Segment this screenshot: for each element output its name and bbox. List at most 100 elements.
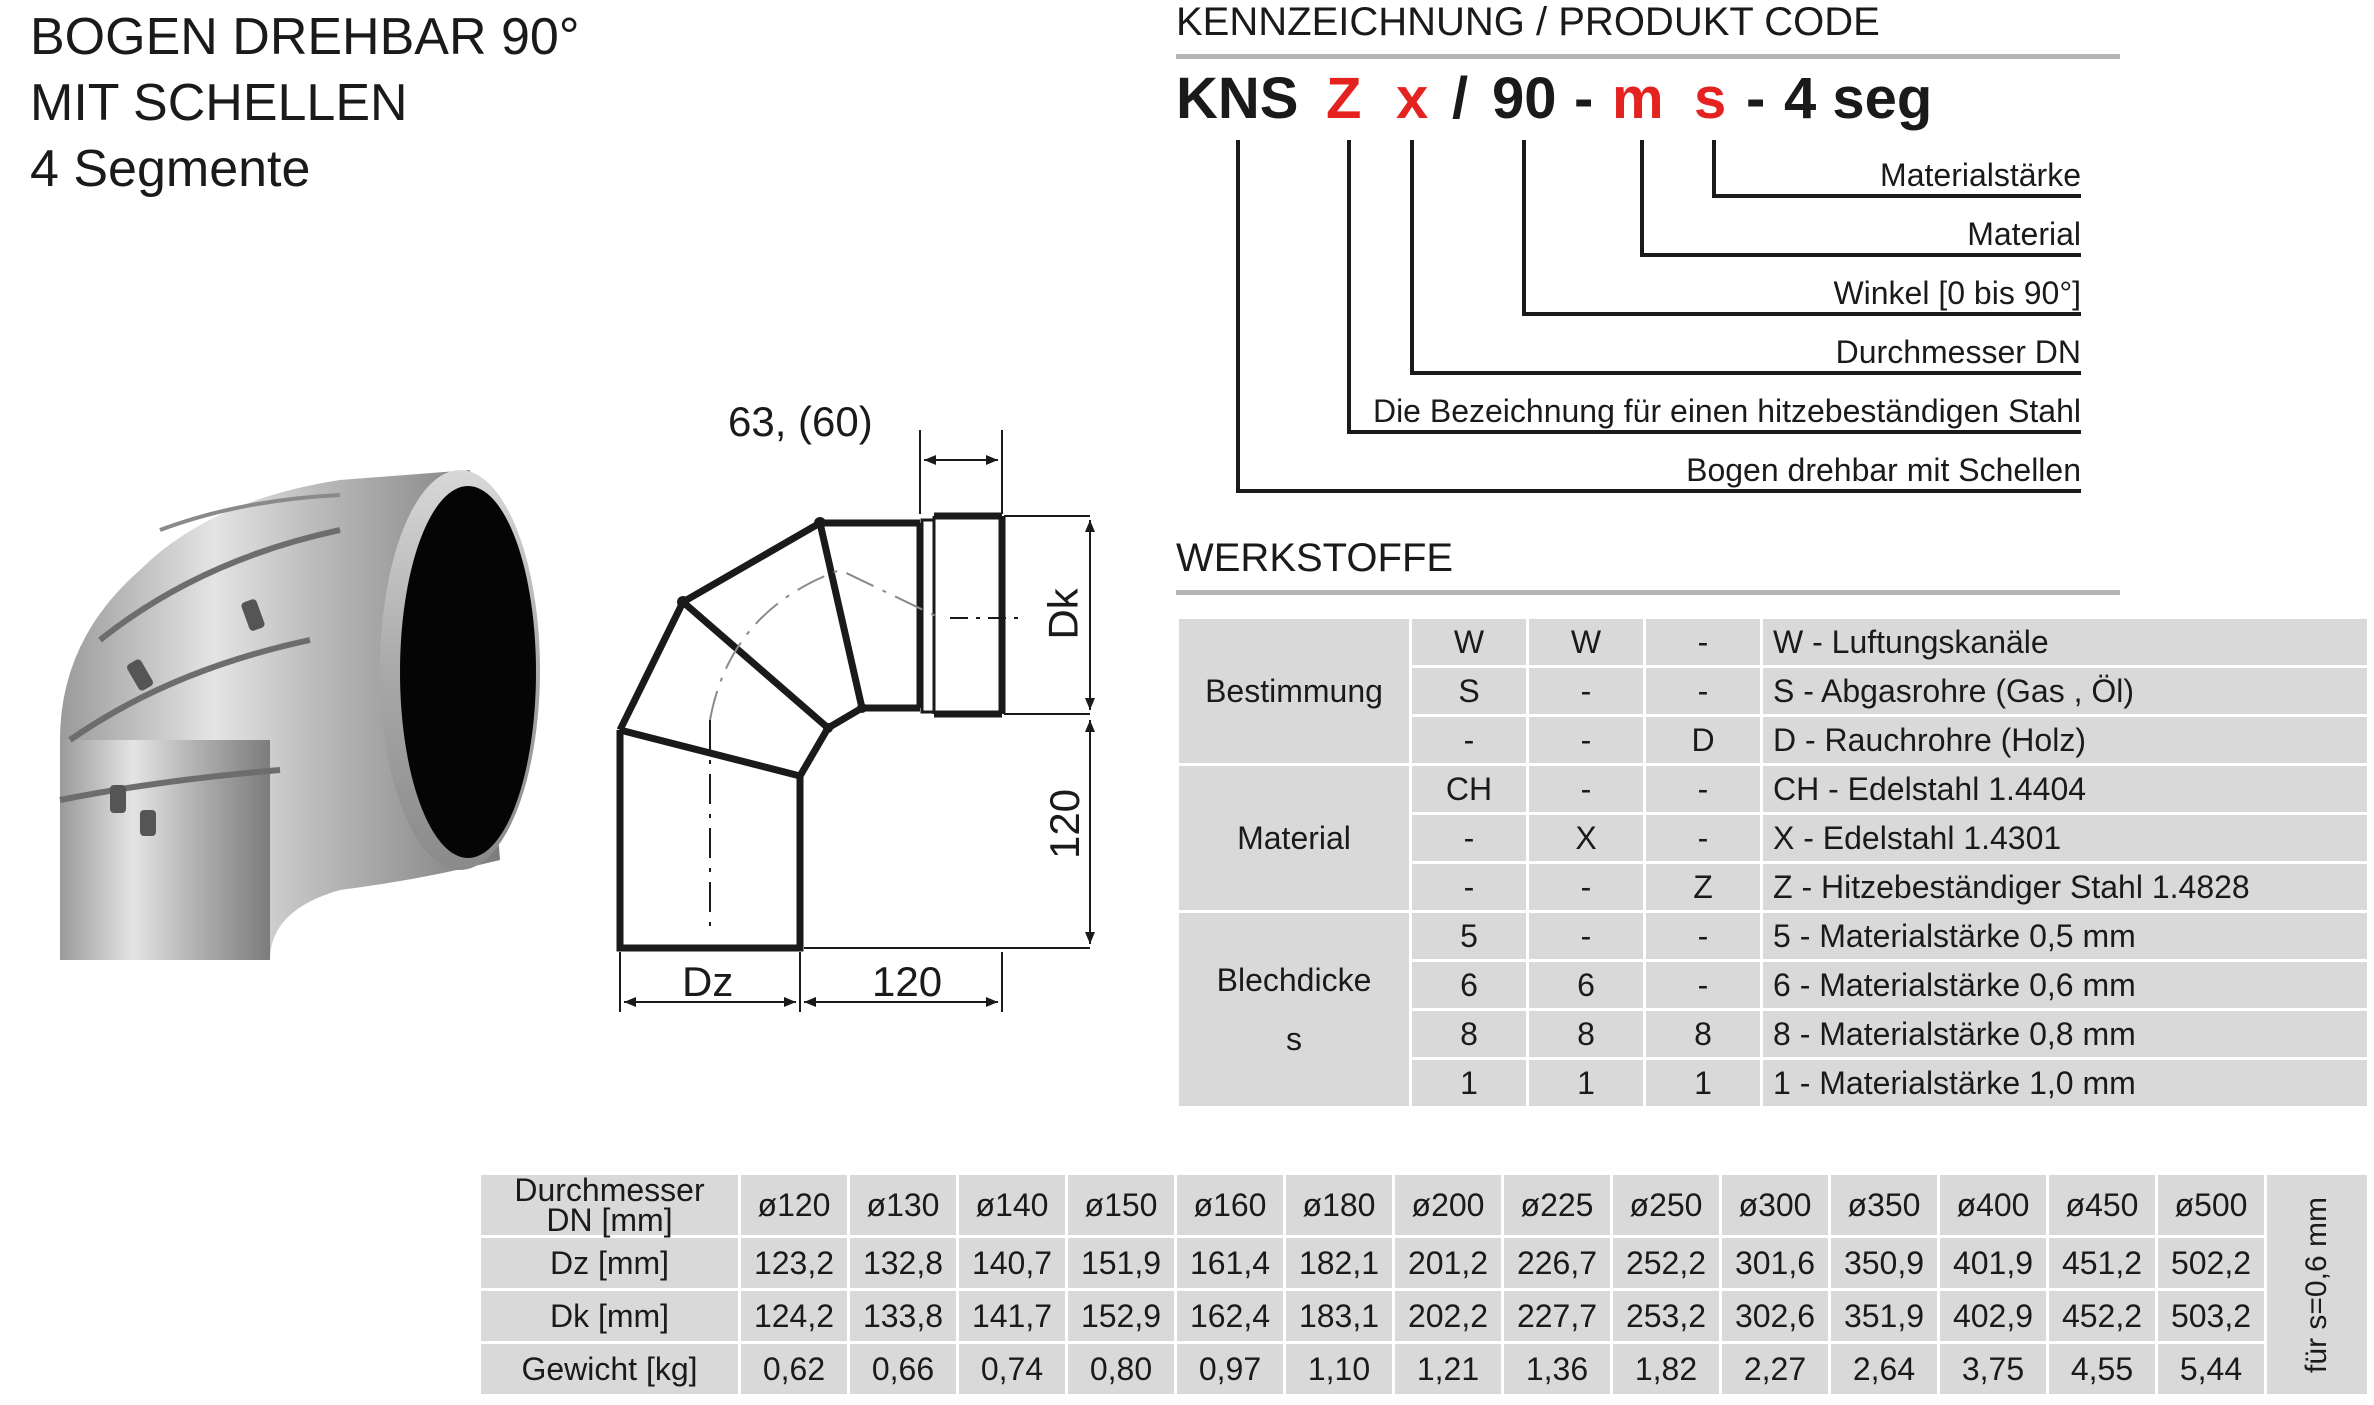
code-part-dash-1: - [1574,66,1594,131]
table-cell: S [1412,668,1526,714]
elbow-photo [59,470,540,960]
table-cell: 6 [1412,962,1526,1008]
group-label: Material [1179,766,1409,910]
diameter-cell: ø160 [1177,1175,1283,1235]
dim-dk-label: Dk [1039,588,1087,640]
table-cell: 1,21 [1395,1344,1501,1394]
table-cell: 6 - Materialstärke 0,6 mm [1763,962,2367,1008]
table-cell: X [1529,815,1643,861]
table-cell: - [1412,717,1526,763]
diameter-cell: ø200 [1395,1175,1501,1235]
table-cell: 162,4 [1177,1291,1283,1341]
product-code: KNS Z x / 90 - m s - 4 seg [1176,64,2176,134]
table-cell: Z - Hitzebeständiger Stahl 1.4828 [1763,864,2367,910]
code-part-m: m [1612,66,1664,131]
table-cell: - [1529,668,1643,714]
table-cell: 8 [1646,1011,1760,1057]
legend-stahl: Die Bezeichnung für einen hitzebeständig… [1372,393,2081,429]
table-cell: - [1529,864,1643,910]
table-cell: - [1529,766,1643,812]
diameter-cell: ø350 [1831,1175,1937,1235]
row-label: Gewicht [kg] [481,1344,738,1394]
table-cell: 183,1 [1286,1291,1392,1341]
code-part-angle: 90 [1492,66,1557,131]
dim-height-label: 120 [1041,788,1089,860]
table-cell: 123,2 [741,1238,847,1288]
note-cell: für s=0,6 mm [2267,1175,2367,1394]
werkstoffe-rule [1176,590,2120,595]
code-part-segments: 4 seg [1784,66,1933,131]
row-label: Dk [mm] [481,1291,738,1341]
table-cell: W - Luftungskanäle [1763,619,2367,665]
table-cell: - [1646,619,1760,665]
diameter-cell: ø180 [1286,1175,1392,1235]
table-cell: 452,2 [2049,1291,2155,1341]
table-row: Material CH - - CH - Edelstahl 1.4404 [1179,766,2367,910]
table-cell: W [1529,619,1643,665]
table-row: Bestimmung W W - W - Luftungskanäle [1179,619,2367,763]
table-cell: 5,44 [2158,1344,2264,1394]
table-cell: 1 [1646,1060,1760,1106]
table-cell: - [1529,717,1643,763]
table-cell: 351,9 [1831,1291,1937,1341]
legend-material: Material [1967,216,2081,252]
table-cell: 124,2 [741,1291,847,1341]
table-cell: 302,6 [1722,1291,1828,1341]
table-row: Blechdicke s 5 - - 5 - Materialstärke 0,… [1179,913,2367,1106]
title-line-2: MIT SCHELLEN [30,74,408,132]
table-cell: 6 [1529,962,1643,1008]
table-cell: 202,2 [1395,1291,1501,1341]
code-part-x: x [1396,66,1429,131]
table-cell: 133,8 [850,1291,956,1341]
table-cell: 0,74 [959,1344,1065,1394]
table-row: - - D D - Rauchrohre (Holz) [1179,717,2367,763]
table-row: S - - S - Abgasrohre (Gas , Öl) [1179,668,2367,714]
table-cell: 161,4 [1177,1238,1283,1288]
diameter-cell: ø150 [1068,1175,1174,1235]
group-label: Bestimmung [1179,619,1409,763]
table-cell: 152,9 [1068,1291,1174,1341]
table-cell: 401,9 [1940,1238,2046,1288]
diameter-cell: ø130 [850,1175,956,1235]
table-cell: - [1646,962,1760,1008]
table-cell: - [1646,815,1760,861]
legend-durchmesser: Durchmesser DN [1835,334,2081,370]
table-cell: 252,2 [1613,1238,1719,1288]
table-cell: 140,7 [959,1238,1065,1288]
diameter-cell: ø400 [1940,1175,2046,1235]
table-row: - - Z Z - Hitzebeständiger Stahl 1.4828 [1179,864,2367,910]
table-cell: 5 [1412,913,1526,959]
dimensions-table: Durchmesser DN [mm] ø120 ø130 ø140 ø150 … [478,1172,2370,1397]
table-cell: D - Rauchrohre (Holz) [1763,717,2367,763]
product-code-heading: KENNZEICHNUNG / PRODUKT CODE [1176,0,1880,44]
table-cell: 4,55 [2049,1344,2155,1394]
table-cell: - [1646,913,1760,959]
table-cell: - [1646,668,1760,714]
diameter-cell: ø300 [1722,1175,1828,1235]
table-cell: 226,7 [1504,1238,1610,1288]
table-cell: 151,9 [1068,1238,1174,1288]
code-legend-lines [1236,140,2081,493]
group-label-line-2: s [1286,1020,1302,1057]
table-cell: - [1412,864,1526,910]
table-cell: 1,36 [1504,1344,1610,1394]
table-cell: X - Edelstahl 1.4301 [1763,815,2367,861]
table-cell: - [1529,913,1643,959]
table-row: 6 6 - 6 - Materialstärke 0,6 mm [1179,962,2367,1008]
werkstoffe-table: Bestimmung W W - W - Luftungskanäle S - … [1176,616,2370,1109]
group-label-line-1: Blechdicke [1216,961,1372,998]
dim-top-label: 63, (60) [728,398,873,445]
table-cell: Z [1646,864,1760,910]
dim-dz-label: Dz [682,958,734,1005]
table-cell: D [1646,717,1760,763]
table-row: - X - X - Edelstahl 1.4301 [1179,815,2367,861]
legend-materialstaerke: Materialstärke [1880,157,2081,193]
table-row: 1 1 1 1 - Materialstärke 1,0 mm [1179,1060,2367,1106]
table-cell: 0,97 [1177,1344,1283,1394]
header-line-2: DN [mm] [546,1202,673,1238]
row-label: Dz [mm] [481,1238,738,1288]
table-cell: 8 [1412,1011,1526,1057]
table-cell: 3,75 [1940,1344,2046,1394]
note-text: für s=0,6 mm [2300,1196,2333,1373]
table-cell: 1 - Materialstärke 1,0 mm [1763,1060,2367,1106]
